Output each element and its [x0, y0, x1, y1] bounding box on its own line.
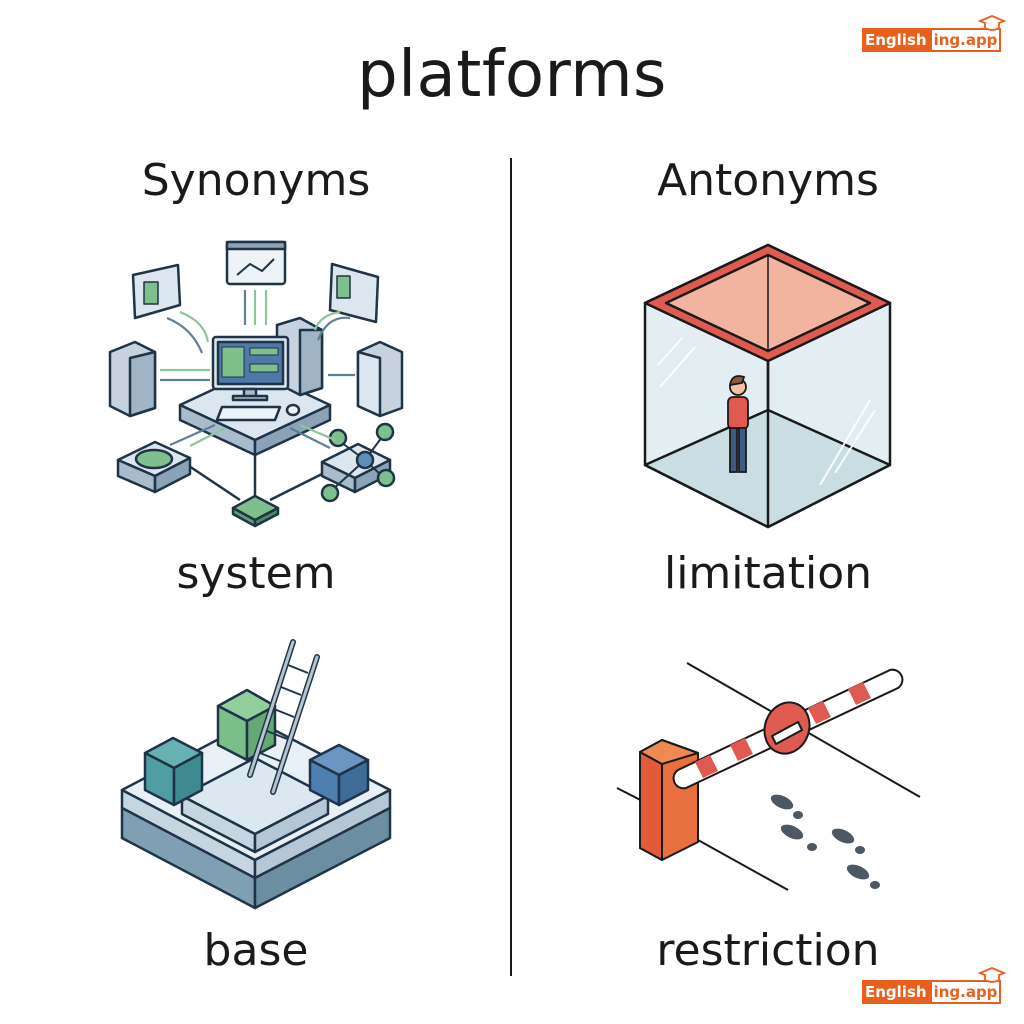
watermark-text-part2: ing.app [929, 28, 1002, 52]
synonym-word-base: base [203, 925, 309, 976]
page-title: platforms [357, 38, 667, 112]
synonyms-heading: Synonyms [141, 155, 371, 206]
antonyms-heading: Antonyms [657, 155, 879, 206]
watermark-text-part2: ing.app [929, 980, 1002, 1004]
watermark-text-part1: English [862, 980, 930, 1004]
system-illustration [108, 240, 404, 528]
column-divider [510, 158, 512, 976]
antonym-word-limitation: limitation [663, 548, 873, 599]
base-illustration [120, 639, 392, 910]
antonym-word-restriction: restriction [656, 925, 880, 976]
limitation-illustration [643, 243, 892, 529]
graduation-cap-icon [978, 15, 1007, 31]
watermark-text-part1: English [862, 28, 930, 52]
graduation-cap-icon [978, 967, 1007, 983]
synonym-word-system: system [176, 548, 336, 599]
restriction-illustration [616, 662, 921, 891]
